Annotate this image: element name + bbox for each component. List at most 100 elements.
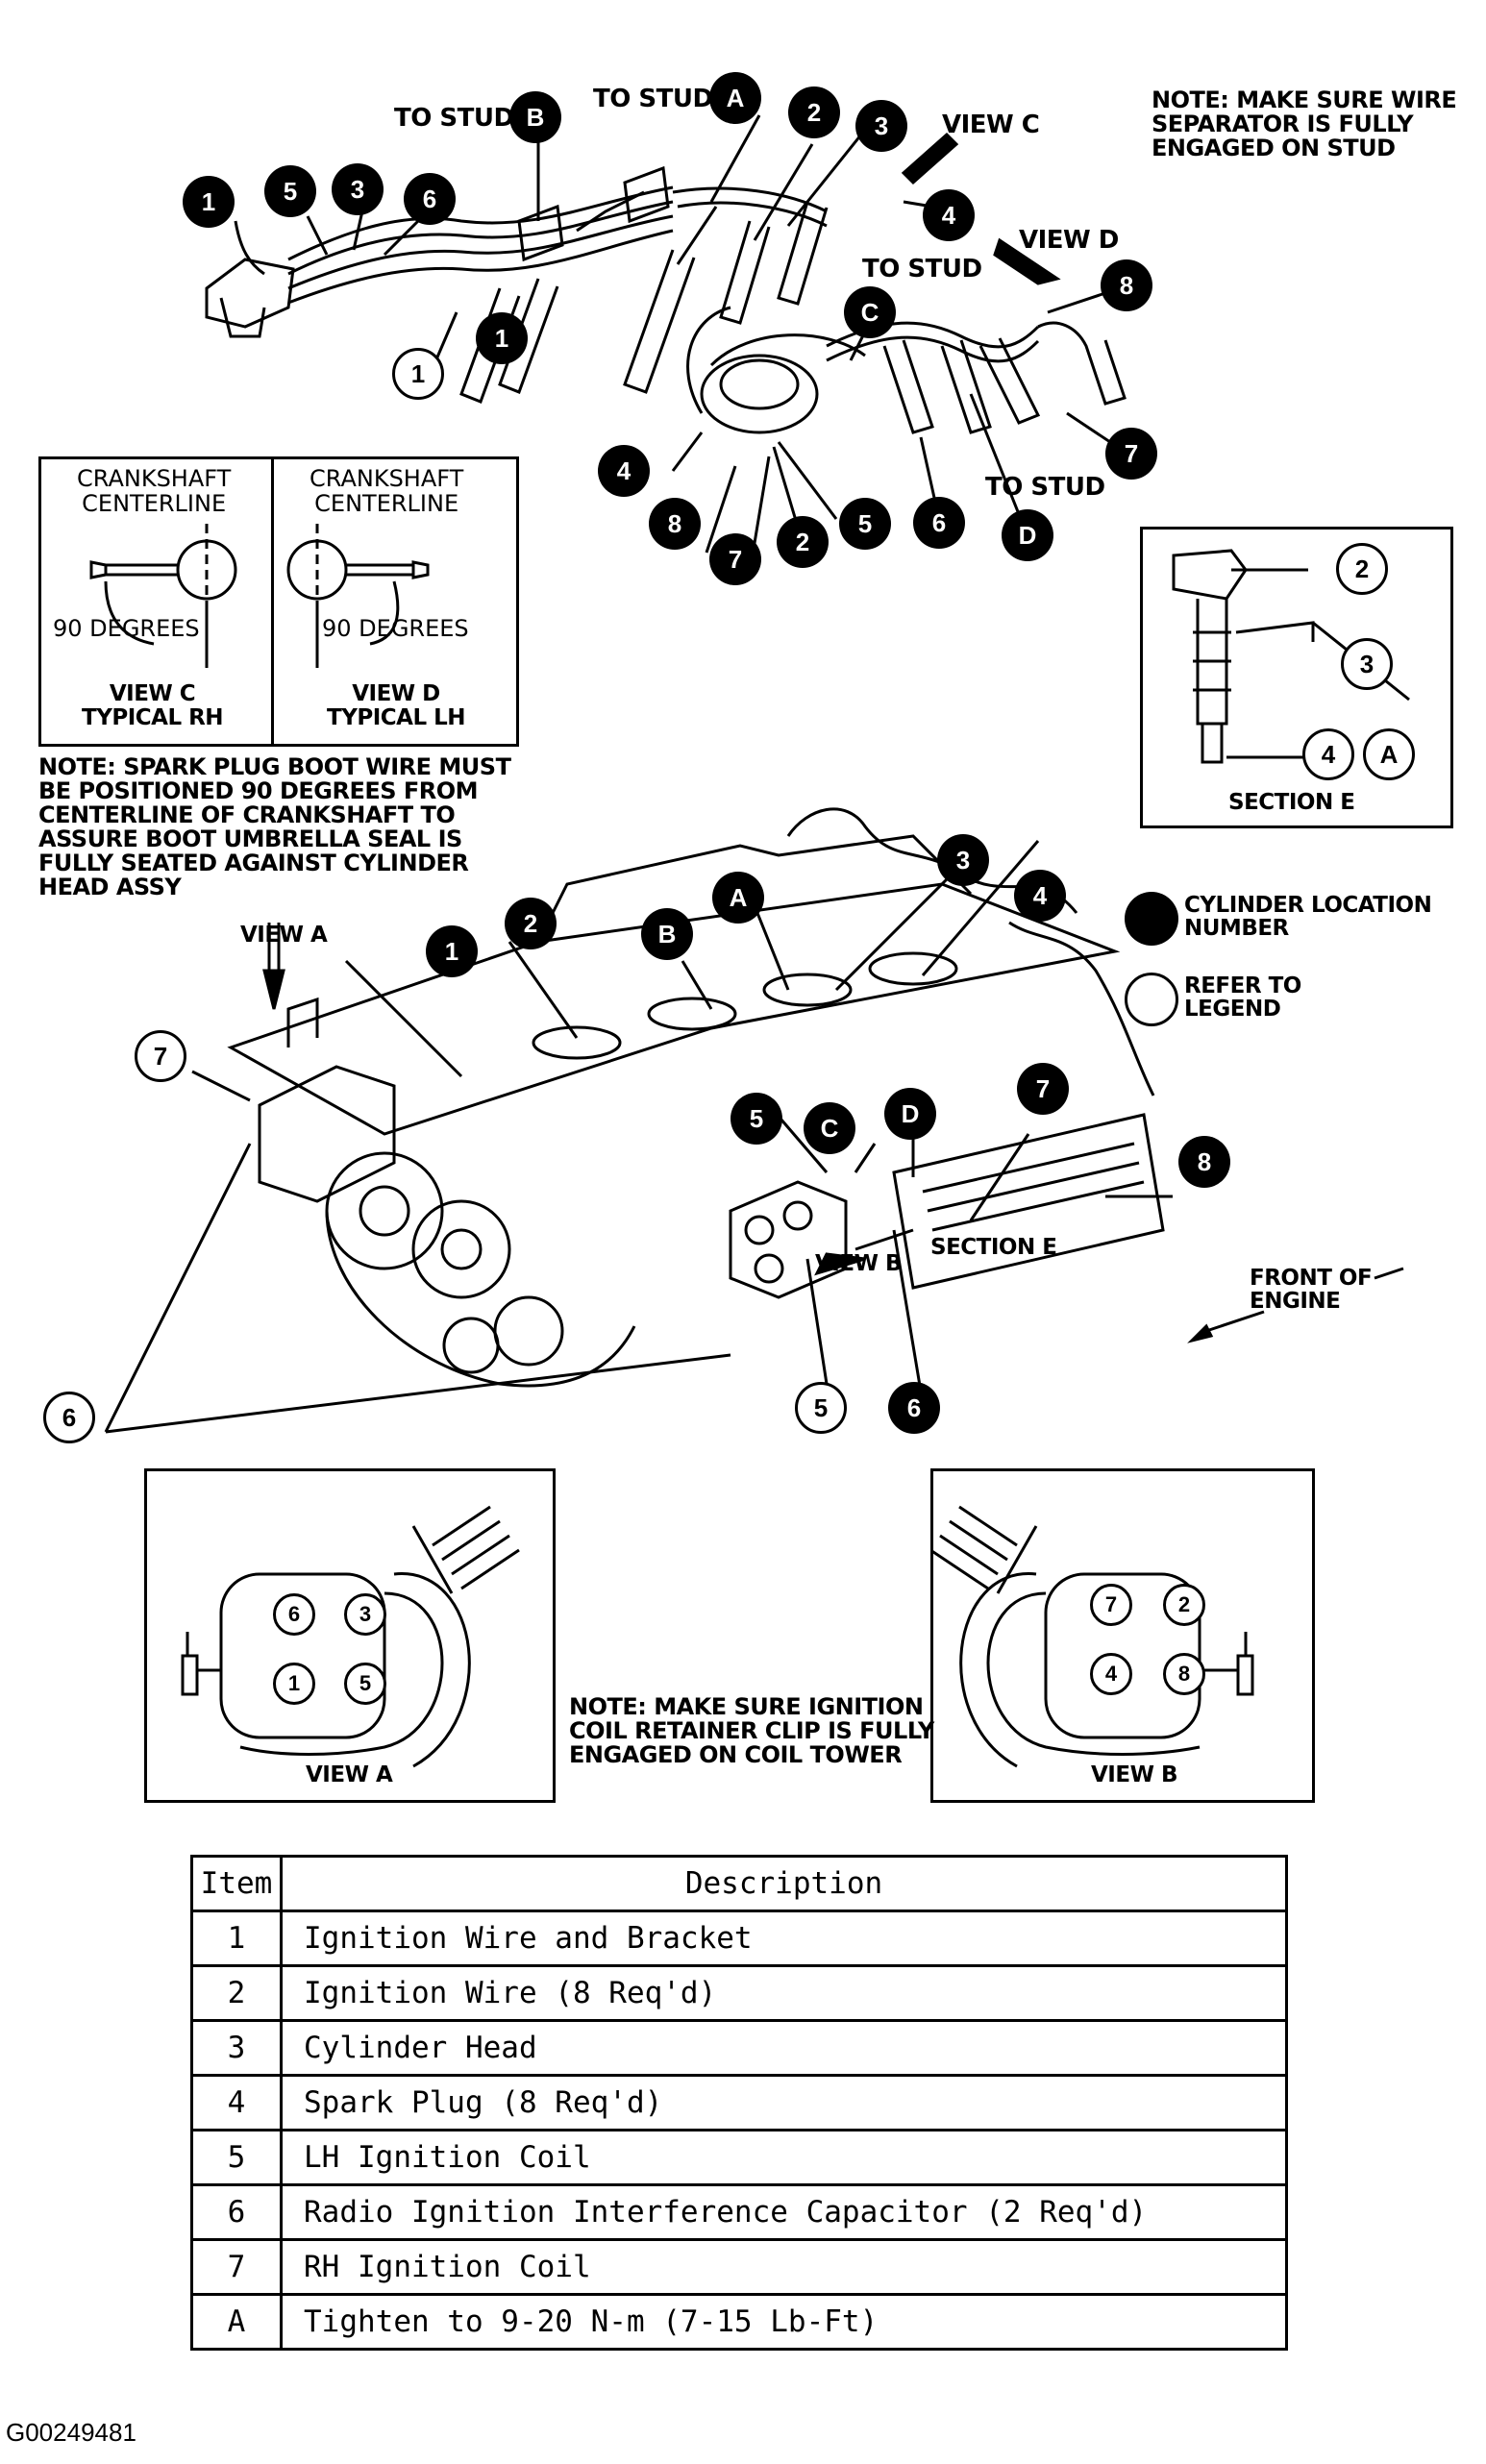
view-c-label: VIEW C	[942, 111, 1040, 139]
callout-6b: 6	[913, 497, 965, 549]
crank-angle-left: 90 DEGREES	[53, 615, 200, 642]
coil-note: NOTE: MAKE SURE IGNITION COIL RETAINER C…	[569, 1693, 934, 1768]
coil-a-cylinder-6: 6	[273, 1593, 315, 1636]
engine-callout-7: 7	[1017, 1063, 1069, 1115]
engine-callout-d: D	[884, 1088, 936, 1140]
engine-callout-3: 3	[937, 834, 989, 886]
to-stud-d-label: TO STUD	[985, 473, 1105, 502]
legend-header-row: Item Description	[190, 1855, 1288, 1912]
view-b-label: VIEW B	[815, 1251, 902, 1276]
engine-callout-c: C	[804, 1102, 855, 1154]
front-of-engine-label: FRONT OF ENGINE	[1250, 1266, 1373, 1314]
view-d-label: VIEW D	[1019, 226, 1119, 255]
key-solid-icon	[1125, 892, 1178, 946]
coil-b-cylinder-4: 4	[1090, 1653, 1132, 1695]
legend-description: Radio Ignition Interference Capacitor (2…	[280, 2183, 1288, 2241]
crank-views-divider	[271, 456, 274, 747]
legend-header-item: Item	[190, 1855, 283, 1912]
legend-item: 4	[190, 2074, 283, 2131]
legend-description: RH Ignition Coil	[280, 2238, 1288, 2296]
coil-a-cylinder-5: 5	[344, 1663, 386, 1705]
callout-4: 4	[923, 189, 975, 241]
engine-callout-6-open: 6	[43, 1392, 95, 1443]
callout-7: 7	[1105, 428, 1157, 480]
engine-callout-8: 8	[1178, 1136, 1230, 1188]
view-c-caption: VIEW C TYPICAL RH	[82, 681, 224, 730]
coil-a-cylinder-3: 3	[344, 1593, 386, 1636]
engine-callout-6: 6	[888, 1382, 940, 1434]
key-open-icon	[1125, 973, 1178, 1026]
legend-item: 1	[190, 1910, 283, 1967]
coil-view-a-box	[144, 1468, 556, 1803]
legend-item: 5	[190, 2129, 283, 2186]
section-e-callout-2: 2	[1336, 543, 1388, 595]
callout-stud-d: D	[1002, 509, 1053, 561]
legend-item: 3	[190, 2019, 283, 2077]
callout-stud-a: A	[709, 72, 761, 124]
section-e-callout-a: A	[1363, 728, 1415, 780]
coil-b-cylinder-2: 2	[1163, 1584, 1205, 1626]
callout-1-open: 1	[392, 348, 444, 400]
legend-description: Ignition Wire and Bracket	[280, 1910, 1288, 1967]
crank-heading-left: CRANKSHAFT CENTERLINE	[77, 465, 232, 517]
legend-description: Spark Plug (8 Req'd)	[280, 2074, 1288, 2131]
engine-callout-4: 4	[1014, 870, 1066, 922]
to-stud-a-label: TO STUD	[593, 85, 713, 113]
callout-2b: 2	[777, 516, 829, 568]
coil-view-a-drawing	[181, 1505, 520, 1768]
engine-callout-2: 2	[505, 898, 557, 949]
crank-views-box	[38, 456, 519, 747]
callout-5b: 5	[839, 498, 891, 550]
coil-view-b-drawing	[930, 1505, 1254, 1768]
view-a-label: VIEW A	[240, 923, 328, 948]
coil-view-a-caption: VIEW A	[306, 1762, 393, 1787]
crank-heading-right: CRANKSHAFT CENTERLINE	[310, 465, 464, 517]
engine-callout-5-open: 5	[795, 1382, 847, 1434]
legend-item: 2	[190, 1964, 283, 2022]
callout-5: 5	[264, 165, 316, 217]
callout-stud-b: B	[509, 91, 561, 143]
engine-callout-1: 1	[426, 925, 478, 977]
to-stud-b-label: TO STUD	[394, 104, 514, 133]
legend-item: 7	[190, 2238, 283, 2296]
coil-b-cylinder-7: 7	[1090, 1584, 1132, 1626]
callout-8b: 8	[649, 498, 701, 550]
callout-6: 6	[404, 173, 456, 225]
legend-item: 6	[190, 2183, 283, 2241]
legend-description: Tighten to 9-20 N-m (7-15 Lb-Ft)	[280, 2293, 1288, 2351]
boot-note: NOTE: SPARK PLUG BOOT WIRE MUST BE POSIT…	[38, 753, 511, 900]
callout-1b: 1	[476, 312, 528, 364]
to-stud-c-label: TO STUD	[862, 255, 982, 283]
crank-views-drawing	[89, 524, 430, 668]
engine-callout-7-open: 7	[135, 1030, 186, 1082]
section-e-caption: SECTION E	[1228, 790, 1355, 815]
callout-1: 1	[183, 176, 235, 228]
key-solid-label: CYLINDER LOCATION NUMBER	[1184, 893, 1432, 941]
legend-description: Cylinder Head	[280, 2019, 1288, 2077]
callout-8: 8	[1101, 259, 1152, 311]
engine-callout-5: 5	[731, 1093, 782, 1145]
section-e-callout-3: 3	[1341, 638, 1393, 690]
coil-view-b-box	[930, 1468, 1315, 1803]
legend-description: Ignition Wire (8 Req'd)	[280, 1964, 1288, 2022]
legend-header-description: Description	[280, 1855, 1288, 1912]
figure-id: G00249481	[6, 2418, 136, 2447]
coil-b-cylinder-8: 8	[1163, 1653, 1205, 1695]
callout-3: 3	[855, 100, 907, 152]
section-e-box	[1140, 527, 1453, 828]
crank-angle-right: 90 DEGREES	[322, 615, 469, 642]
section-e-engine-label: SECTION E	[930, 1235, 1057, 1260]
legend-item: A	[190, 2293, 283, 2351]
wiring-harness-drawing	[205, 114, 1127, 573]
view-d-caption: VIEW D TYPICAL LH	[327, 681, 466, 730]
callout-7b: 7	[709, 533, 761, 585]
stud-note: NOTE: MAKE SURE WIRE SEPARATOR IS FULLY …	[1152, 86, 1457, 161]
